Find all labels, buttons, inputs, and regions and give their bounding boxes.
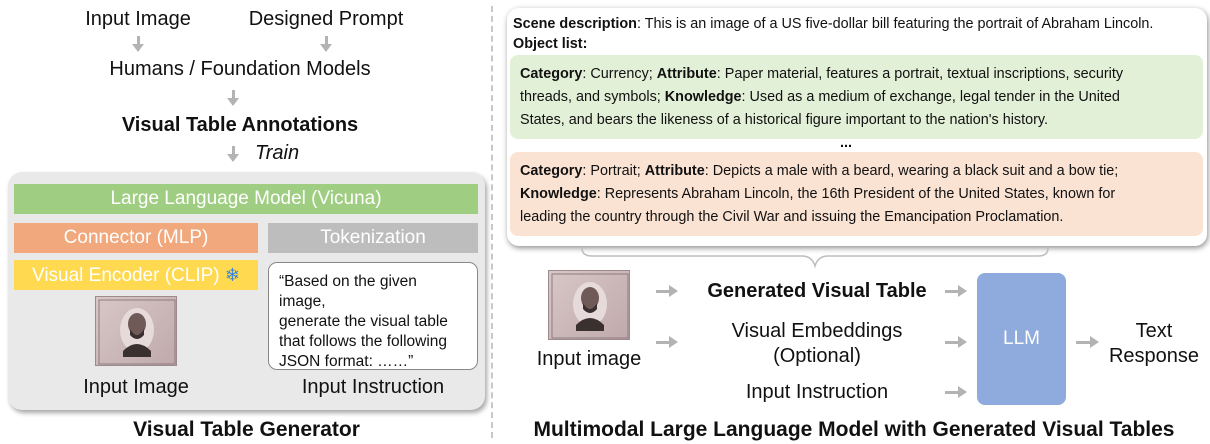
object-list-label: Object list: [513, 36, 588, 52]
train-text: Train [255, 142, 300, 164]
arrow-right-icon [945, 285, 967, 297]
section-divider [491, 6, 493, 438]
llm-block: LLM [977, 273, 1066, 405]
object-entry-portrait [510, 152, 1203, 236]
attribute-value: : Depicts a male with a beard, wearing a… [704, 163, 1119, 179]
object-line: Category: Portrait; Attribute: Depicts a… [520, 161, 1118, 181]
instruction-line: that follows the following [279, 333, 448, 350]
annotators-text: Humans / Foundation Models [109, 58, 371, 80]
attribute-value: : Paper material, features a portrait, t… [716, 66, 1124, 82]
input-image-text: Input Image [85, 8, 191, 30]
knowledge-value: : Used as a medium of exchange, legal te… [741, 89, 1120, 105]
text-response-line: Response [1108, 345, 1200, 367]
generator-input-image-label: Input Image [83, 376, 189, 398]
generated-visual-table-text: Generated Visual Table [707, 280, 927, 302]
object-entry-currency [510, 55, 1203, 139]
optional-text: (Optional) [773, 345, 861, 367]
input-instruction-text: Input Instruction [745, 381, 889, 403]
annotations-text: Visual Table Annotations [121, 114, 359, 136]
object-line: States, and bears the likeness of a hist… [520, 112, 1049, 128]
category-key: Category [520, 66, 583, 82]
object-line: Category: Currency; Attribute: Paper mat… [520, 64, 1123, 84]
arrow-right-icon [1076, 336, 1100, 348]
generator-input-instruction-label: Input Instruction [301, 376, 445, 398]
mllm-title: Multimodal Large Language Model with Gen… [533, 418, 1175, 441]
attribute-value: threads, and symbols; [520, 89, 665, 105]
arrow-right-icon [656, 285, 678, 297]
instruction-line: “Based on the given image, [279, 273, 417, 310]
knowledge-key: Knowledge [520, 186, 597, 202]
category-value: : Currency; [582, 66, 657, 82]
llm-vicuna-block: Large Language Model (Vicuna) [14, 184, 478, 214]
visual-embeddings-text: Visual Embeddings [731, 320, 903, 342]
dollar-bill-image [95, 296, 177, 366]
text-response-line: Text [1135, 320, 1173, 342]
dollar-bill-image [548, 270, 630, 340]
ellipsis-text: ... [840, 135, 852, 151]
designed-prompt-text: Designed Prompt [248, 8, 404, 30]
snowflake-icon: ❄ [224, 265, 240, 285]
instruction-line: generate the visual table [279, 313, 448, 330]
arrow-right-icon [945, 386, 967, 398]
attribute-key: Attribute [656, 66, 717, 82]
object-line: threads, and symbols; Knowledge: Used as… [520, 87, 1120, 107]
scene-text: : This is an image of a US five-dollar b… [636, 16, 1154, 32]
mllm-input-image-label: Input image [536, 348, 642, 370]
instruction-text-box: “Based on the given image, generate the … [268, 262, 478, 370]
attribute-key: Attribute [644, 163, 705, 179]
visual-encoder-label: Visual Encoder (CLIP) [32, 265, 220, 286]
arrow-right-icon [945, 336, 967, 348]
object-line: Knowledge: Represents Abraham Lincoln, t… [520, 184, 1115, 204]
arrow-right-icon [656, 336, 678, 348]
scene-label: Scene description [513, 16, 637, 32]
knowledge-key: Knowledge [664, 89, 742, 105]
category-key: Category [520, 163, 583, 179]
generator-title: Visual Table Generator [133, 418, 360, 441]
object-line: leading the country through the Civil Wa… [520, 209, 1064, 225]
scene-description-line: Scene description: This is an image of a… [513, 14, 1153, 34]
brace-icon [581, 247, 1049, 269]
tokenization-block: Tokenization [268, 223, 478, 253]
category-value: : Portrait; [582, 163, 645, 179]
visual-encoder-block: Visual Encoder (CLIP) ❄ [14, 260, 258, 290]
connector-mlp-block: Connector (MLP) [14, 223, 258, 253]
instruction-line: JSON format: ……” [279, 353, 414, 370]
knowledge-value: : Represents Abraham Lincoln, the 16th P… [596, 186, 1116, 202]
